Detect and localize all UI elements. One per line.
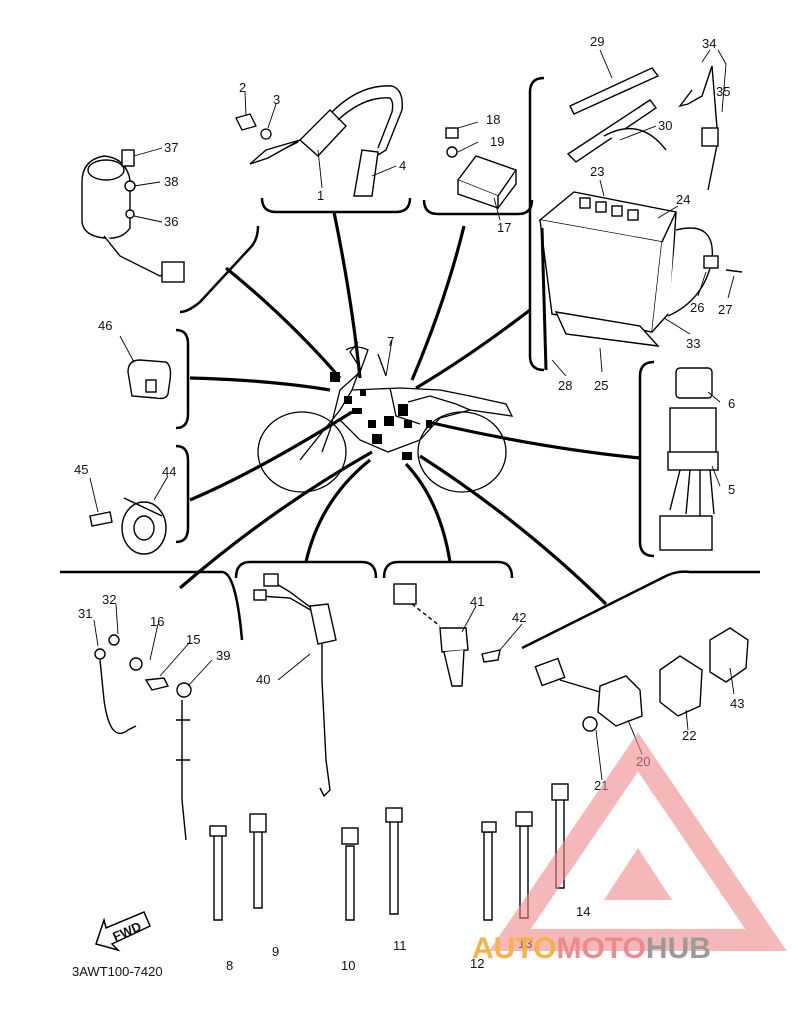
callout-30: 30 [658, 118, 672, 133]
motorcycle-components [330, 372, 432, 460]
part-cable-ties [209, 783, 569, 921]
callout-6: 6 [728, 396, 735, 411]
watermark-text: AUTOMOTOHUB [472, 932, 711, 965]
callout-labels: 1 2 3 4 5 6 7 8 9 10 11 12 13 14 15 16 1… [74, 34, 744, 973]
callout-38: 38 [164, 174, 178, 189]
callout-24: 24 [676, 192, 690, 207]
callout-4: 4 [399, 158, 406, 173]
callout-37: 37 [164, 140, 178, 155]
callout-17: 17 [497, 220, 511, 235]
part-main-switch [81, 149, 185, 283]
callout-34: 34 [702, 36, 716, 51]
watermark-hub: HUB [646, 932, 711, 965]
callout-15: 15 [186, 632, 200, 647]
frame-sidestand [234, 560, 378, 579]
callout-18: 18 [486, 112, 500, 127]
callout-35: 35 [716, 84, 730, 99]
callout-46: 46 [98, 318, 112, 333]
frame-ignition-coil [260, 197, 412, 214]
callout-26: 26 [690, 300, 704, 315]
watermark-auto: AUTO [472, 932, 556, 965]
frame-neutral [382, 560, 514, 579]
part-battery [538, 191, 743, 371]
callout-29: 29 [590, 34, 604, 49]
frame-horn [175, 444, 190, 544]
watermark-moto: MOTO [556, 932, 645, 965]
part-fuse-holders [566, 65, 719, 191]
fwd-label: FWD [110, 919, 143, 945]
callout-42: 42 [512, 610, 526, 625]
callout-32: 32 [102, 592, 116, 607]
callout-25: 25 [594, 378, 608, 393]
callout-3: 3 [273, 92, 280, 107]
part-rectifier [445, 127, 518, 209]
callout-19: 19 [490, 134, 504, 149]
callout-36: 36 [164, 214, 178, 229]
callout-27: 27 [718, 302, 732, 317]
part-ignition-coil [249, 85, 403, 197]
frame-sensor [60, 570, 244, 641]
callout-40: 40 [256, 672, 270, 687]
part-relay-46 [127, 359, 172, 400]
callout-33: 33 [686, 336, 700, 351]
fwd-arrow: FWD [95, 911, 151, 952]
callout-31: 31 [78, 606, 92, 621]
callout-7: 7 [387, 334, 394, 349]
callout-22: 22 [682, 728, 696, 743]
callout-10: 10 [341, 958, 355, 973]
frame-regulator [638, 360, 655, 558]
callout-5: 5 [728, 482, 735, 497]
motorcycle-silhouette [257, 341, 514, 493]
callout-16: 16 [150, 614, 164, 629]
callout-45: 45 [74, 462, 88, 477]
callout-23: 23 [590, 164, 604, 179]
watermark-logo-triangle [489, 732, 787, 951]
part-sensor-31-39 [94, 634, 192, 841]
callout-12: 12 [470, 956, 484, 971]
part-starter-relay [534, 627, 749, 732]
frame-battery [528, 76, 545, 372]
callout-14: 14 [576, 904, 590, 919]
callout-1: 1 [317, 188, 324, 203]
frame-rectifier [422, 199, 534, 216]
frame-starter-relay [521, 570, 760, 650]
leader-lines [178, 211, 641, 606]
part-neutral-switch [393, 583, 501, 687]
automotohub-watermark: AUTOMOTOHUB [472, 732, 787, 965]
part-horn [89, 497, 167, 555]
callout-41: 41 [470, 594, 484, 609]
callout-11: 11 [393, 938, 407, 953]
frame-main-switch [179, 225, 260, 314]
part-regulator [659, 367, 719, 551]
callout-44: 44 [162, 464, 176, 479]
callout-28: 28 [558, 378, 572, 393]
callout-2: 2 [239, 80, 246, 95]
frame-relay-46 [175, 328, 190, 430]
callout-8: 8 [226, 958, 233, 973]
callout-9: 9 [272, 944, 279, 959]
callout-leaders [89, 49, 735, 781]
diagram-code: 3AWT100-7420 [72, 964, 163, 979]
part-bolts-2-3 [235, 113, 272, 140]
callout-43: 43 [730, 696, 744, 711]
part-sidestand-switch [253, 573, 337, 798]
callout-39: 39 [216, 648, 230, 663]
